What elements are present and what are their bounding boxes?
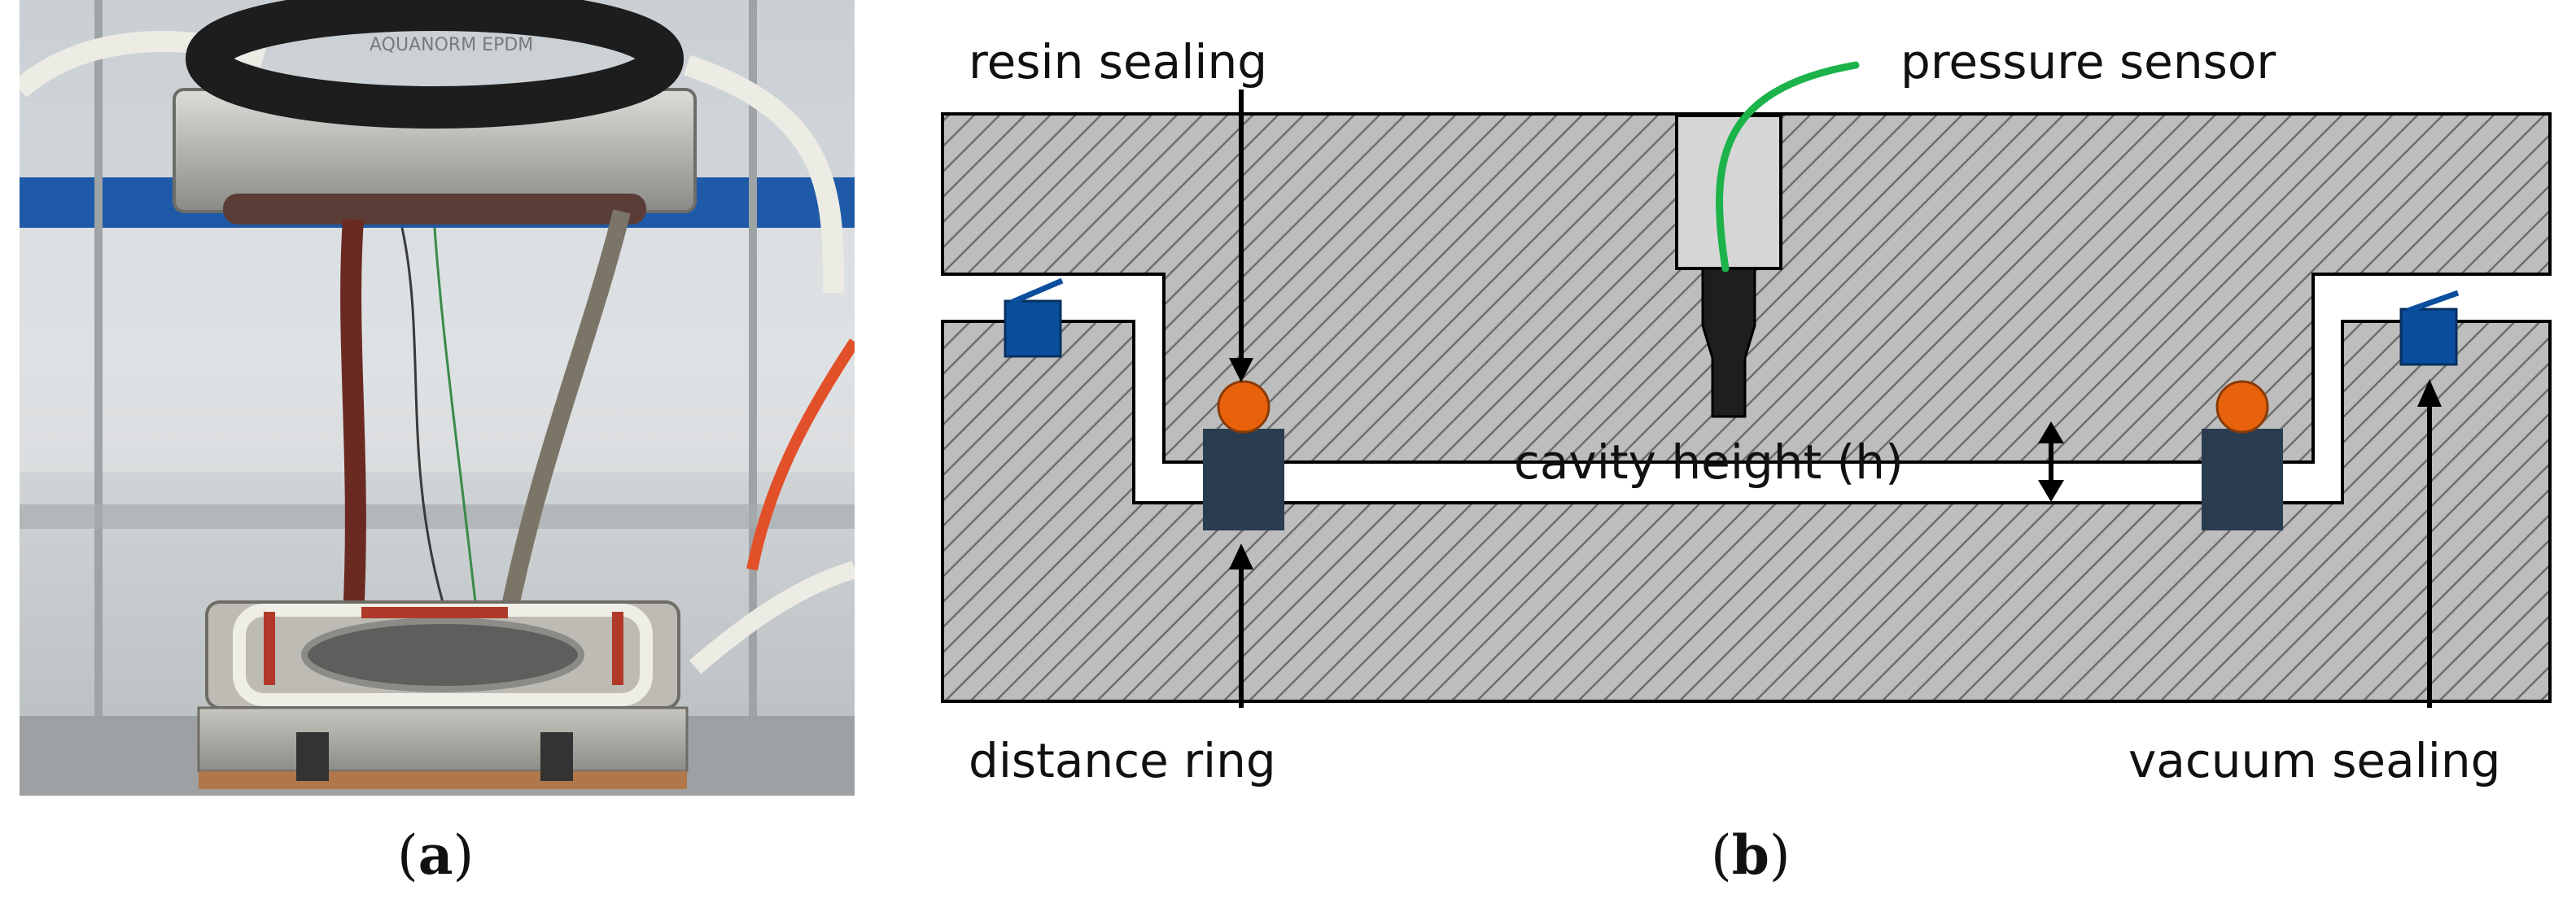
lower-mold-half [941, 320, 2552, 703]
distance-ring-left [1203, 429, 1284, 530]
label-distance-ring: distance ring [969, 733, 1276, 788]
pressure-sensor-tip [1701, 267, 1756, 418]
cavity-height-arrow [2038, 421, 2064, 502]
label-resin-sealing: resin sealing [969, 34, 1267, 89]
white-hose [683, 55, 844, 294]
mold-cavity [301, 617, 584, 692]
mold-schematic: resin sealing pressure sensor cavity hei… [941, 34, 2552, 788]
distance-ring-right [2202, 429, 2283, 530]
red-tube [746, 338, 855, 571]
threaded-rod [749, 0, 757, 796]
lower-base [197, 706, 689, 773]
setup-photo: AQUANORM EPDM [20, 0, 855, 796]
panel-label-a: (a) [397, 823, 475, 887]
resin-seal-left [1217, 380, 1271, 434]
threaded-rod [94, 0, 103, 796]
braided-hose [499, 209, 631, 621]
panel-label-b: (b) [1711, 823, 1791, 887]
black-rubber-tube [186, 0, 684, 129]
vacuum-sealing-arrow [2417, 379, 2442, 708]
copper-cable [340, 219, 366, 619]
vacuum-seal-left [1004, 299, 1062, 358]
label-vacuum-sealing: vacuum sealing [2128, 733, 2500, 788]
label-pressure-sensor: pressure sensor [1900, 34, 2276, 89]
distance-ring-arrow [1229, 543, 1253, 708]
tube-print: AQUANORM EPDM [370, 35, 533, 55]
vacuum-seal-right [2399, 308, 2458, 366]
label-cavity-height: cavity height (h) [1514, 434, 1904, 490]
sensor-cable [1716, 61, 1860, 273]
resin-sealing-arrow [1229, 89, 1253, 382]
resin-seal-right [2215, 380, 2269, 434]
